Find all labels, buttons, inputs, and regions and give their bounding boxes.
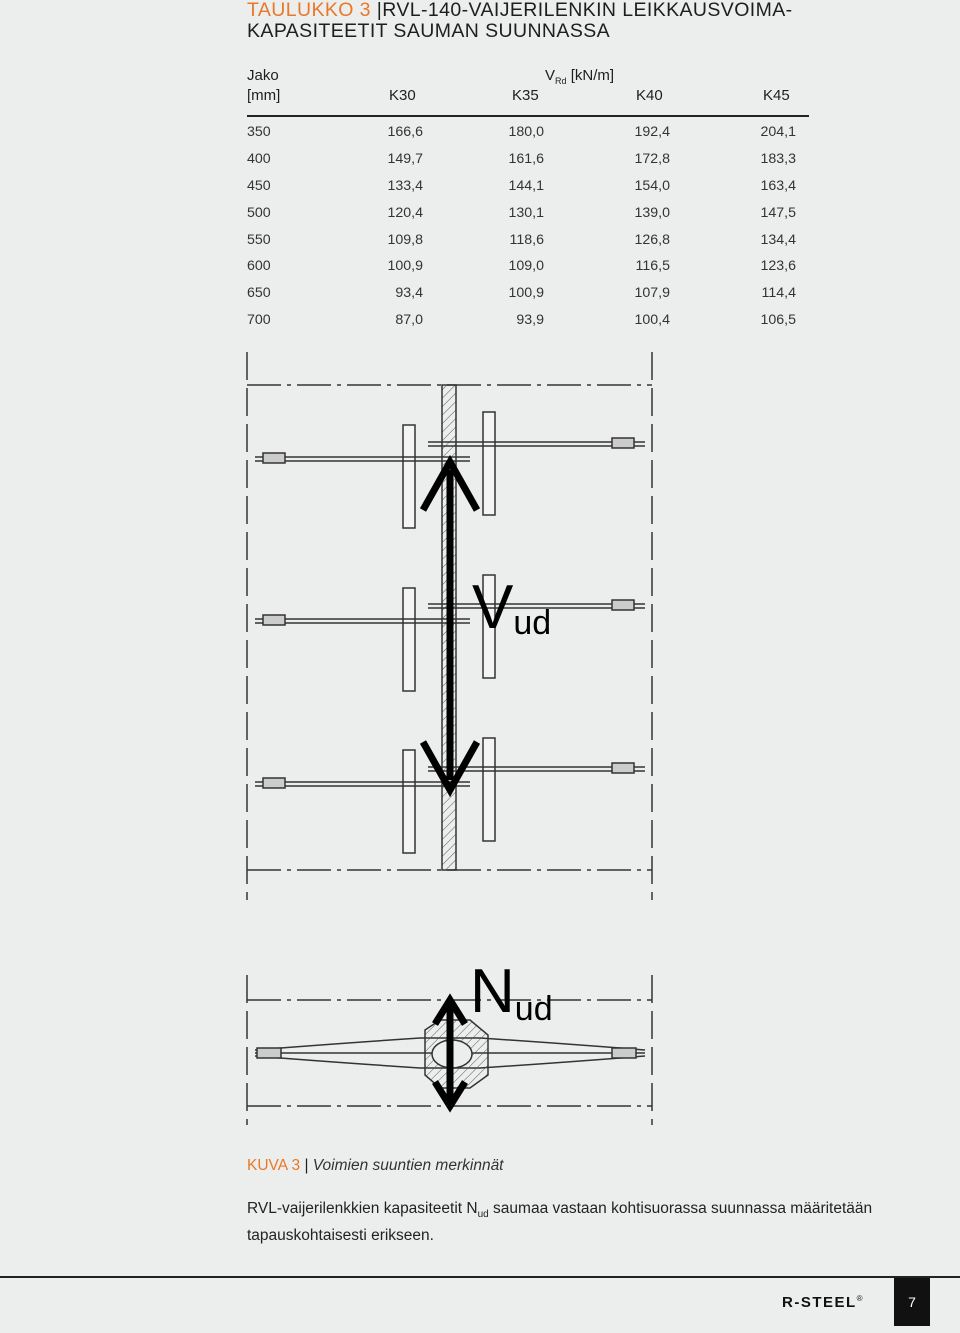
nud-label: Nud — [470, 957, 553, 1028]
page-title: TAULUKKO 3 |RVL-140-VAIJERILENKIN LEIKKA… — [247, 0, 867, 42]
header-v: VRd [kN/m] — [545, 67, 615, 86]
loop-row-2 — [255, 574, 645, 692]
header-mm: [mm] — [247, 87, 281, 104]
caption-text: Voimien suuntien merkinnät — [312, 1157, 504, 1174]
plan-view — [246, 352, 653, 900]
header-k40: K40 — [636, 87, 663, 104]
title-tag: TAULUKKO 3 — [247, 0, 371, 21]
page-number: 7 — [894, 1278, 930, 1326]
header-k45: K45 — [763, 87, 790, 104]
footer-rule — [0, 1276, 960, 1278]
title-separator: | — [376, 0, 383, 21]
caption-separator: | — [304, 1157, 309, 1174]
table-header: Jako [mm] VRd [kN/m] K30 K35 K40 K45 — [247, 67, 809, 117]
vud-label: Vud — [472, 573, 551, 642]
caption-tag: KUVA 3 — [247, 1157, 301, 1174]
loop-row-1 — [255, 411, 645, 529]
nud-double-arrow — [432, 993, 468, 1113]
body-paragraph: RVL-vaijerilenkkien kapasiteetit Nud sau… — [247, 1200, 873, 1245]
header-k30: K30 — [389, 87, 416, 104]
vud-double-arrow — [419, 454, 481, 798]
force-direction-drawing: Vud Nud — [246, 352, 653, 1125]
header-k35: K35 — [512, 87, 539, 104]
loop-row-3 — [255, 737, 645, 854]
title-text: RVL-140-VAIJERILENKIN LEIKKAUSVOIMA-KAPA… — [247, 0, 793, 42]
figure-caption: KUVA 3 | Voimien suuntien merkinnät — [247, 1157, 504, 1175]
r-steel-logo: R-STEEL® — [782, 1294, 865, 1311]
header-jako: Jako — [247, 67, 279, 84]
